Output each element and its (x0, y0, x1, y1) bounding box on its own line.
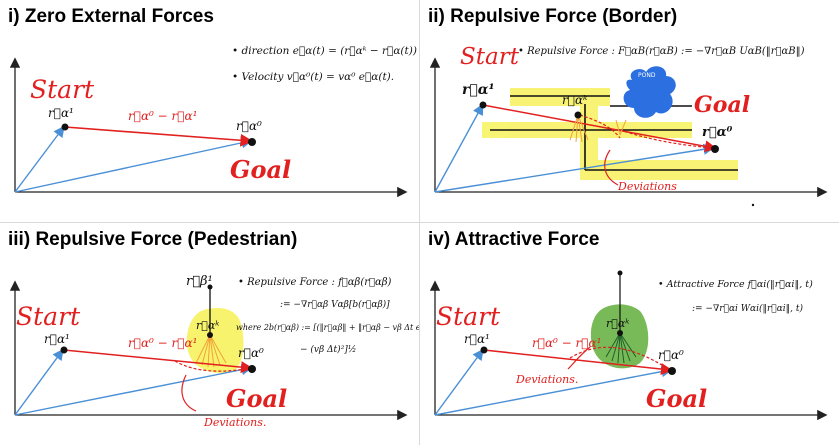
axes (429, 280, 828, 421)
goal-dot (248, 138, 256, 146)
deviations-label: Deviations. (203, 416, 266, 429)
deviations-arrow (567, 346, 591, 370)
axes (9, 280, 408, 421)
panel-repulsive-border: ii) Repulsive Force (Border) POND (420, 0, 839, 222)
beta-position-label: r⃗β¹ (186, 274, 213, 289)
deviation-path (579, 114, 621, 139)
vector-start-goal (64, 126, 254, 147)
start-label: Start (460, 44, 520, 70)
goal-position-label: r⃗α⁰ (702, 125, 733, 140)
vector-origin-start (14, 348, 64, 416)
diagram-canvas: POND Deviations Start Goal r⃗α¹ r⃗αᵏ r⃗α… (429, 44, 828, 207)
deviation-path (174, 360, 251, 372)
goal-dot (711, 145, 719, 153)
deviations-arrow (604, 149, 619, 186)
panel-title: i) Zero External Forces (8, 6, 214, 27)
pond (623, 66, 676, 118)
start-position-label: r⃗α¹ (48, 106, 74, 120)
goal-position-label: r⃗α⁰ (238, 346, 264, 360)
note-where-cont: − (vβ Δt)²]½ (300, 344, 357, 355)
vector-start-goal (482, 104, 717, 153)
mid-position-label: r⃗αᵏ (606, 317, 629, 330)
start-dot (60, 346, 68, 354)
mid-position-label: r⃗αᵏ (562, 93, 588, 107)
vector-origin-start (14, 125, 65, 193)
diagram-canvas: Start Goal r⃗α¹ r⃗α⁰ r⃗α⁰ − r⃗α¹ • direc… (9, 45, 419, 198)
vector-origin-goal (434, 366, 673, 416)
goal-position-label: r⃗α⁰ (658, 348, 684, 362)
mid-position-label: r⃗αᵏ (196, 319, 219, 332)
deviations-label: Deviations. (515, 373, 578, 386)
goal-label: Goal (226, 384, 287, 413)
start-label: Start (30, 75, 95, 104)
panel-divider-horizontal (0, 222, 839, 223)
start-dot (480, 346, 488, 354)
vector-label: r⃗α⁰ − r⃗α¹ (532, 336, 601, 350)
vector-label: r⃗α⁰ − r⃗α¹ (128, 336, 197, 350)
vector-origin-start (434, 348, 484, 416)
pedestrian-beta-dot (207, 284, 213, 290)
mid-dot (574, 111, 582, 119)
pond-label: POND (638, 72, 656, 79)
note-velocity: • Velocity v⃗α⁰(t) = vα⁰ e⃗α(t). (232, 71, 394, 83)
vector-label: r⃗α⁰ − r⃗α¹ (128, 109, 197, 123)
panel-attractive-force: iv) Attractive Force Deviations (420, 223, 839, 445)
goal-dot (668, 367, 676, 375)
panel-repulsive-pedestrian: iii) Repulsive Force (Pedestrian) (0, 223, 419, 445)
panel-title: iv) Attractive Force (428, 229, 600, 250)
note-where: where 2b(r⃗αβ) := [(‖r⃗αβ‖ + ‖r⃗αβ − vβ … (236, 323, 419, 332)
vector-start-goal (63, 349, 253, 374)
note-attractive-force: • Attractive Force f⃗αi(‖r⃗αi‖, t) (658, 279, 813, 290)
vector-origin-goal (14, 364, 253, 416)
deviation-path-2 (619, 129, 713, 149)
mid-dot (617, 330, 623, 336)
panel-title: iii) Repulsive Force (Pedestrian) (8, 229, 298, 250)
start-dot (479, 101, 487, 109)
note-gradient: := −∇r⃗αi Wαi(‖r⃗αi‖, t) (692, 303, 803, 314)
vector-origin-goal (14, 137, 253, 193)
axes (9, 57, 408, 198)
axes (429, 57, 828, 198)
attractor-dot (617, 270, 623, 276)
force-fan (569, 114, 627, 143)
note-repulsive-force: • Repulsive Force : f⃗αβ(r⃗αβ) (238, 277, 392, 288)
goal-label: Goal (694, 92, 750, 118)
start-position-label: r⃗α¹ (464, 332, 490, 346)
start-label: Start (16, 302, 81, 331)
mid-dot (207, 332, 213, 338)
note-gradient: := −∇r⃗αβ Vαβ[b(r⃗αβ)] (280, 299, 390, 310)
deviation-path (569, 346, 671, 371)
start-position-label: r⃗α¹ (44, 332, 70, 346)
stray-dot (751, 203, 755, 207)
goal-position-label: r⃗α⁰ (236, 119, 262, 133)
vector-origin-start (434, 103, 484, 193)
panel-title: ii) Repulsive Force (Border) (428, 6, 678, 27)
deviations-arrow (181, 374, 197, 412)
goal-label: Goal (646, 384, 707, 413)
start-dot (61, 123, 69, 131)
force-fan (195, 334, 227, 368)
note-repulsive-force: • Repulsive Force : F⃗αB(r⃗αB) := −∇r⃗αB… (518, 46, 805, 57)
start-position-label: r⃗α¹ (462, 82, 495, 98)
panel-zero-external-forces: i) Zero External Forces Start Goal r⃗α¹ … (0, 0, 419, 222)
border-walls (490, 95, 738, 171)
note-direction: • direction e⃗α(t) = (r⃗αᵏ − r⃗α(t)) / ‖… (232, 45, 419, 58)
start-label: Start (436, 302, 501, 331)
goal-dot (248, 365, 256, 373)
deviations-label: Deviations (617, 180, 677, 193)
diagram-canvas: Deviations. Start Goal r⃗α¹ r⃗αᵏ r⃗α⁰ r⃗… (429, 270, 828, 421)
goal-label: Goal (230, 155, 291, 184)
vector-origin-goal (434, 143, 715, 193)
pedestrian-influence-zone (186, 307, 244, 373)
diagram-canvas: Deviations. Start Goal r⃗α¹ r⃗αᵏ r⃗β¹ r⃗… (9, 274, 419, 429)
